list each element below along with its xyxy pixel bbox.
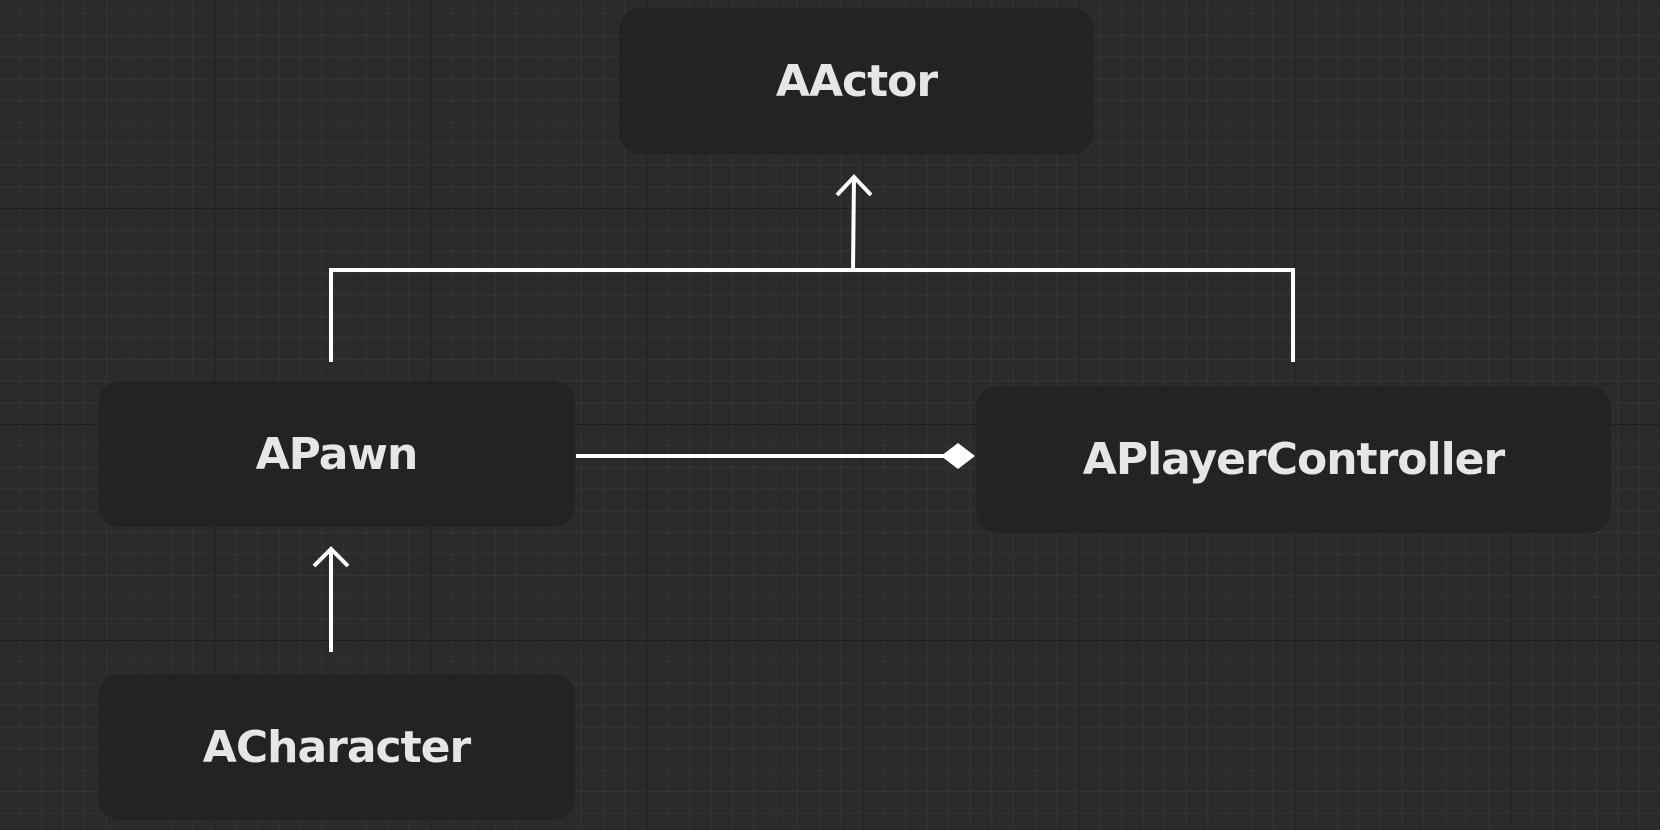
node-aplayercontroller-label: APlayerController [1082,434,1505,485]
node-aplayercontroller[interactable]: APlayerController [976,386,1611,533]
arrowhead-aactor [835,174,873,197]
inheritance-edge-to-aactor [851,176,856,271]
node-aactor[interactable]: AActor [619,8,1094,154]
node-acharacter-label: ACharacter [202,721,471,773]
inheritance-bracket [329,268,1295,362]
arrowhead-apawn [312,546,350,568]
node-acharacter[interactable]: ACharacter [98,674,575,820]
node-apawn[interactable]: APawn [98,381,575,527]
composition-diamond [941,443,975,469]
node-aactor-label: AActor [775,55,938,107]
node-apawn-label: APawn [255,428,419,480]
